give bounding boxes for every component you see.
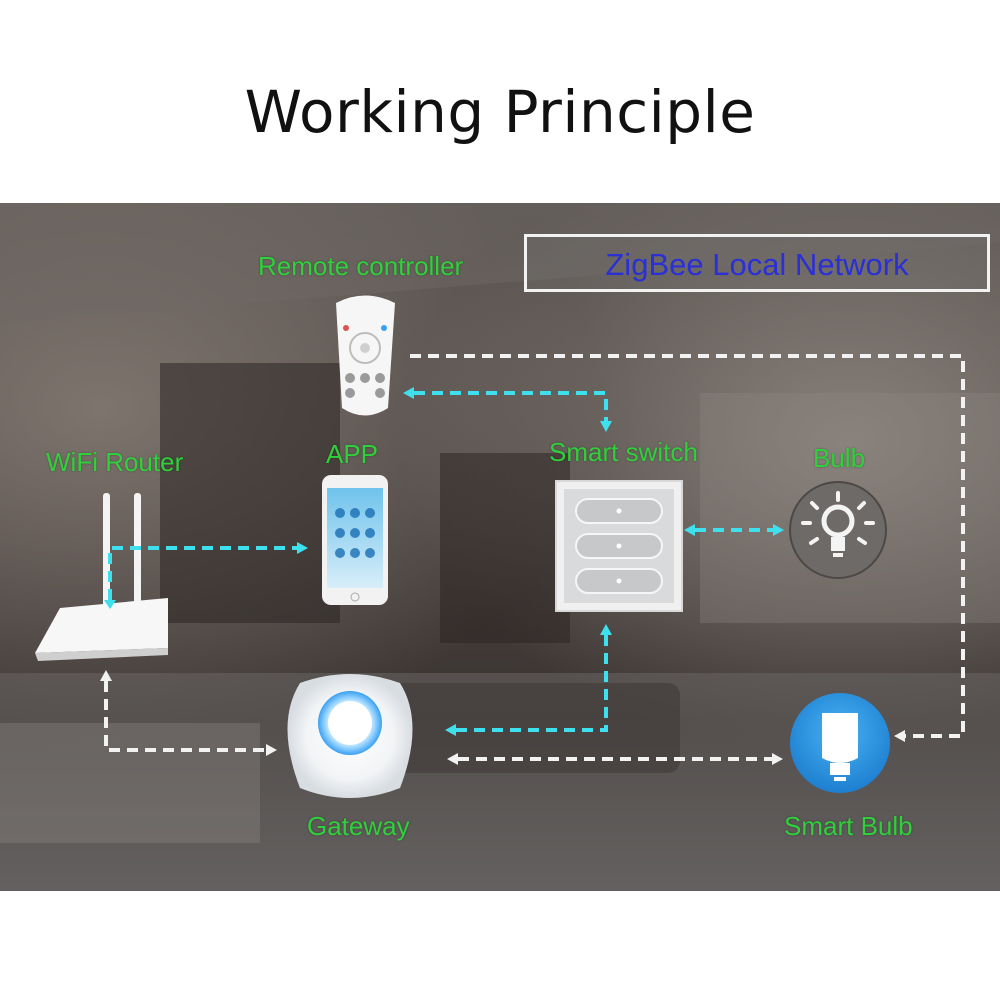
smart-switch-icon <box>555 480 683 612</box>
bulb-icon <box>789 481 887 579</box>
room-background <box>0 203 1000 891</box>
remote-controller-icon <box>336 295 395 416</box>
zigbee-network-box: ZigBee Local Network <box>524 234 990 292</box>
zigbee-arrowheads <box>100 670 905 765</box>
zigbee-links <box>104 354 965 761</box>
smart-bulb-icon <box>790 693 890 793</box>
diagram-scene: ZigBee Local Network Remote controller W… <box>0 203 1000 891</box>
page-title: Working Principle <box>244 78 756 146</box>
wifi-router-label: WiFi Router <box>46 447 184 477</box>
bulb-label: Bulb <box>813 443 866 473</box>
gateway-label: Gateway <box>307 811 410 841</box>
wifi-links <box>108 391 773 732</box>
smart-bulb-label: Smart Bulb <box>784 811 913 841</box>
gateway-icon <box>287 674 413 798</box>
wifi-router-icon <box>35 493 168 661</box>
smart-switch-label: Smart switch <box>549 437 698 467</box>
wifi-arrowheads <box>104 387 784 736</box>
app-label: APP <box>326 439 379 469</box>
zigbee-network-label: ZigBee Local Network <box>605 247 909 282</box>
remote-controller-label: Remote controller <box>258 251 464 281</box>
phone-app-icon <box>322 475 388 605</box>
